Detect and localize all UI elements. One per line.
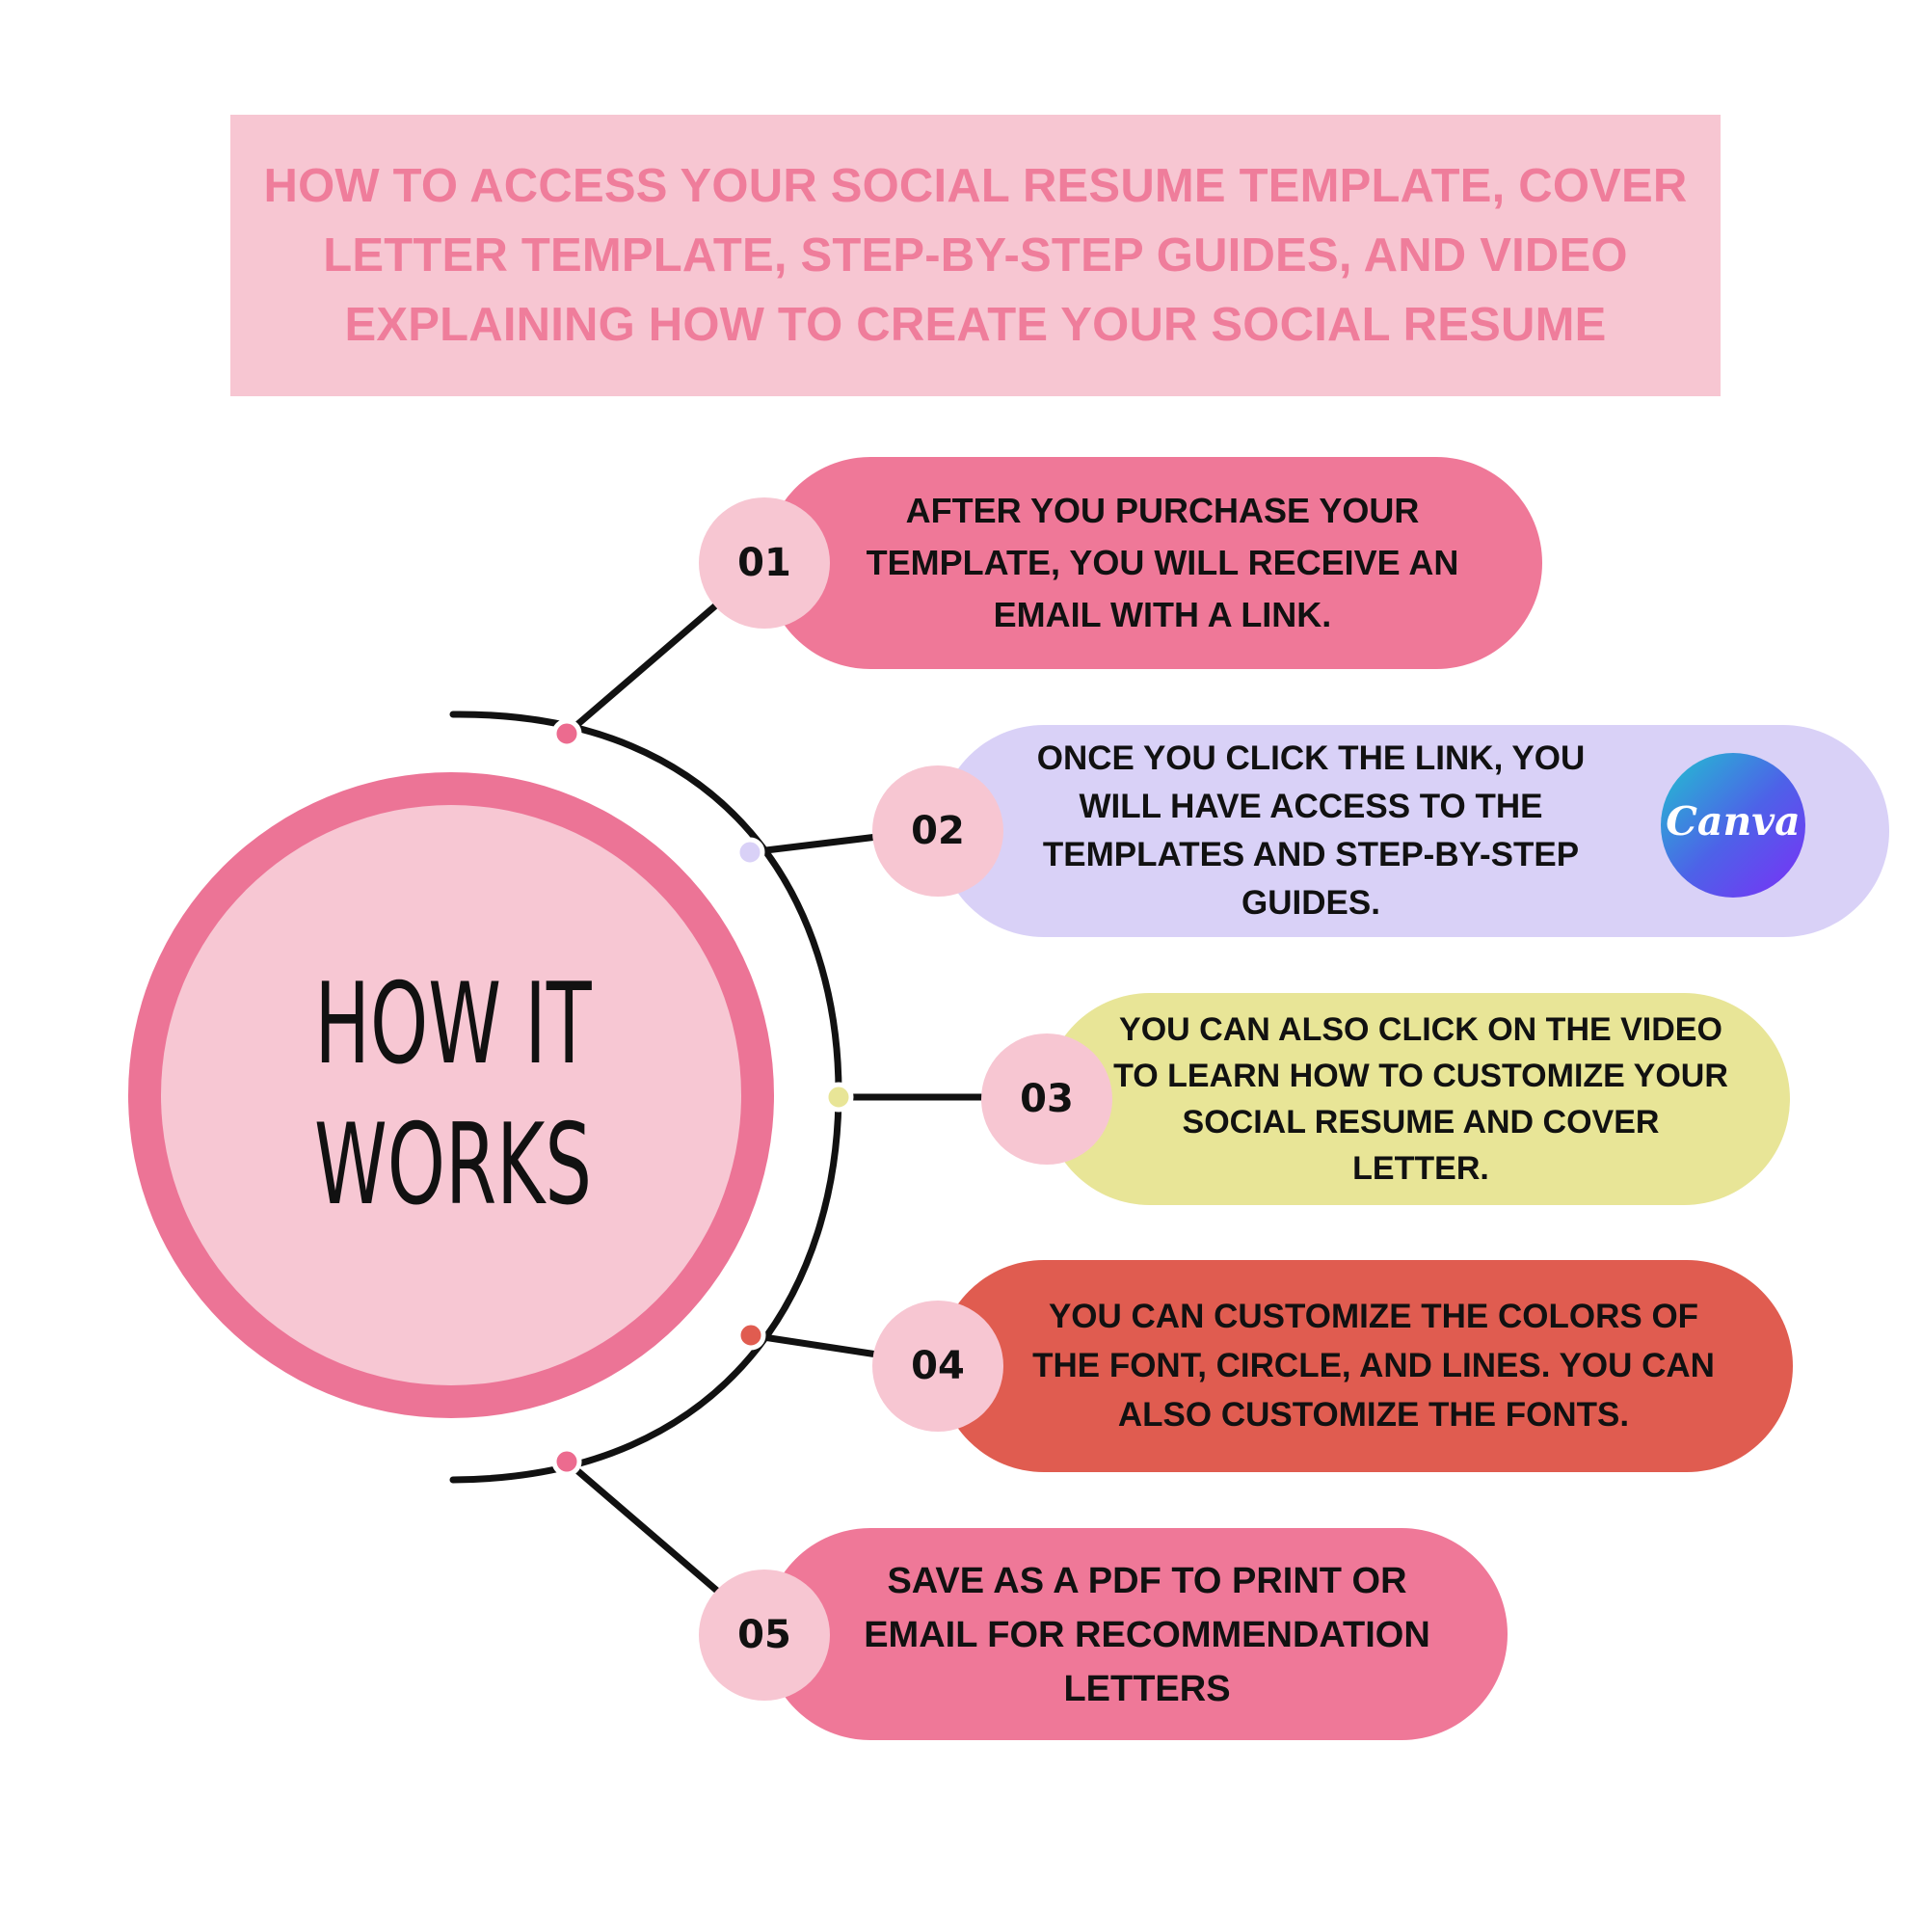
header-title: HOW TO ACCESS YOUR SOCIAL RESUME TEMPLAT… <box>263 160 1688 351</box>
step-number-03: 03 <box>1020 1077 1074 1121</box>
hub-circle <box>128 772 774 1418</box>
number-bubbles <box>699 497 1112 1701</box>
connector-dots <box>551 718 854 1477</box>
canva-logo-text: Canva <box>1666 798 1801 845</box>
number-bubble-01 <box>699 497 830 629</box>
hub-title-line-1: HOW IT <box>314 959 592 1089</box>
step-number-01: 01 <box>737 541 791 585</box>
canva-logo <box>1661 753 1805 898</box>
step-number-04: 04 <box>911 1344 965 1388</box>
number-bubble-05 <box>699 1570 830 1701</box>
step-pill-02 <box>938 725 1889 937</box>
hub-title-line-2: WORKS <box>314 1100 592 1230</box>
step-text-03: YOU CAN ALSO CLICK ON THE VIDEO TO LEARN… <box>1113 1011 1728 1187</box>
step-text-05: SAVE AS A PDF TO PRINT OR EMAIL FOR RECO… <box>864 1561 1430 1709</box>
header-banner: HOW TO ACCESS YOUR SOCIAL RESUME TEMPLAT… <box>230 115 1721 396</box>
step-pill-01 <box>764 457 1542 669</box>
step-text-02: ONCE YOU CLICK THE LINK, YOU WILL HAVE A… <box>1036 739 1586 922</box>
dot-02 <box>734 837 765 868</box>
connector-05 <box>563 1458 721 1595</box>
step-pill-03 <box>1044 993 1790 1205</box>
dot-01 <box>551 718 582 749</box>
hub-fill <box>161 805 741 1385</box>
number-bubble-04 <box>872 1301 1003 1432</box>
step-number-05: 05 <box>737 1613 791 1657</box>
step-text-04: YOU CAN CUSTOMIZE THE COLORS OF THE FONT… <box>1032 1297 1715 1434</box>
connector-01 <box>563 600 722 738</box>
step-pills <box>764 457 1889 1740</box>
step-pill-04 <box>938 1260 1793 1472</box>
step-pill-05 <box>764 1528 1508 1740</box>
connector-04 <box>747 1331 881 1358</box>
dot-03 <box>823 1082 854 1113</box>
step-text-01: AFTER YOU PURCHASE YOUR TEMPLATE, YOU WI… <box>866 491 1459 634</box>
connector-02 <box>746 833 881 856</box>
hub-title: HOW IT WORKS <box>294 954 612 1236</box>
dot-04 <box>735 1320 766 1351</box>
dot-05 <box>551 1446 582 1477</box>
number-bubble-03 <box>981 1033 1112 1165</box>
step-number-02: 02 <box>911 809 965 853</box>
number-bubble-02 <box>872 765 1003 897</box>
